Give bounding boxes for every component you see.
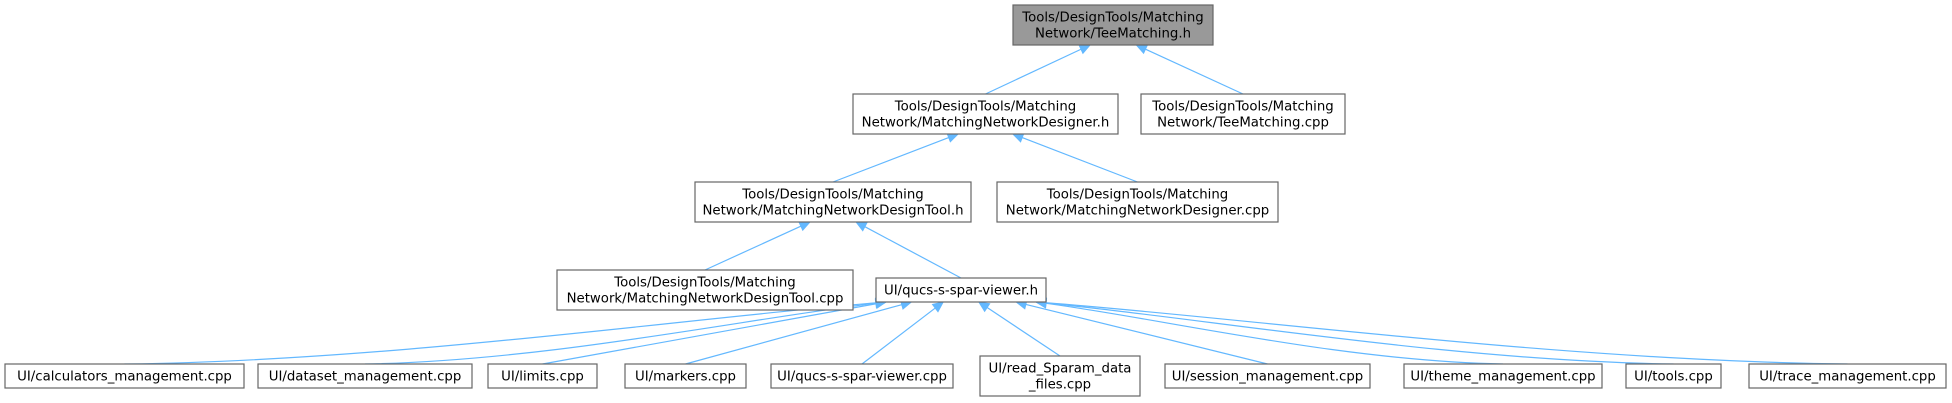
edge-n6-to-n11	[861, 301, 945, 365]
node-label: Tools/DesignTools/Matching	[894, 100, 1077, 115]
node-label: UI/calculators_management.cpp	[17, 370, 232, 385]
edge-line	[364, 302, 877, 365]
edge-line	[861, 307, 936, 365]
edge-line	[1025, 303, 1268, 365]
edge-line	[832, 137, 949, 183]
node-ui-dataset-management-cpp[interactable]: UI/dataset_management.cpp	[257, 363, 473, 389]
node-label: UI/limits.cpp	[501, 370, 584, 385]
edge-n6-to-n14	[1034, 298, 1504, 365]
node-label: UI/trace_management.cpp	[1759, 370, 1936, 385]
edge-arrowhead	[1011, 132, 1025, 143]
edge-line	[1145, 48, 1244, 95]
edge-n6-to-n16	[1034, 297, 1848, 365]
node-box	[556, 269, 854, 311]
node-ui-qucs-s-spar-viewer-cpp[interactable]: UI/qucs-s-spar-viewer.cpp	[770, 363, 954, 389]
edge-arrowhead	[1078, 44, 1092, 55]
graph-edges	[124, 44, 1848, 365]
node-label: Tools/DesignTools/Matching	[1021, 11, 1204, 26]
edge-line	[124, 302, 877, 365]
node-ui-theme-management-cpp[interactable]: UI/theme_management.cpp	[1403, 363, 1603, 389]
node-box	[875, 277, 1047, 303]
node-label: UI/qucs-s-spar-viewer.cpp	[777, 370, 947, 385]
node-tools-designtools-matchingnetwork-matchingnetworkdesigntool-cpp[interactable]: Tools/DesignTools/MatchingNetwork/Matchi…	[556, 269, 854, 311]
edge-line	[1045, 302, 1848, 365]
node-box	[257, 363, 473, 389]
node-label: UI/theme_management.cpp	[1410, 370, 1595, 385]
node-box	[1748, 363, 1947, 389]
edge-arrowhead	[1135, 44, 1149, 55]
node-tools-designtools-matchingnetwork-matchingnetworkdesigner-cpp[interactable]: Tools/DesignTools/MatchingNetwork/Matchi…	[996, 181, 1279, 223]
node-ui-trace-management-cpp[interactable]: UI/trace_management.cpp	[1748, 363, 1947, 389]
edge-n1-to-n3	[832, 132, 960, 183]
node-box	[1164, 363, 1371, 389]
node-box	[1625, 363, 1722, 389]
edge-n0-to-n2	[1135, 44, 1244, 95]
node-ui-markers-cpp[interactable]: UI/markers.cpp	[624, 363, 747, 389]
node-ui-limits-cpp[interactable]: UI/limits.cpp	[487, 363, 598, 389]
node-tools-designtools-matchingnetwork-matchingnetworkdesigner-h[interactable]: Tools/DesignTools/MatchingNetwork/Matchi…	[852, 93, 1119, 135]
edge-n6-to-n15	[1034, 297, 1674, 365]
node-box	[694, 181, 972, 223]
node-label: Network/MatchingNetworkDesignTool.h	[702, 204, 963, 219]
node-box	[1403, 363, 1603, 389]
node-label: UI/qucs-s-spar-viewer.h	[884, 284, 1038, 299]
edge-n3-to-n6	[854, 221, 962, 279]
node-label: UI/session_management.cpp	[1172, 370, 1364, 385]
edge-arrowhead	[854, 221, 868, 232]
edge-n6-to-n12	[977, 301, 1061, 357]
node-box	[852, 93, 1119, 135]
edge-line	[1045, 302, 1504, 365]
node-label: Tools/DesignTools/Matching	[1151, 100, 1334, 115]
node-label: Tools/DesignTools/Matching	[741, 188, 924, 203]
edge-n1-to-n4	[1011, 132, 1138, 183]
edge-n0-to-n1	[985, 44, 1092, 95]
node-tools-designtools-matchingnetwork-matchingnetworkdesigntool-h[interactable]: Tools/DesignTools/MatchingNetwork/Matchi…	[694, 181, 972, 223]
edge-line	[685, 304, 902, 365]
node-tools-designtools-matchingnetwork-teematching-cpp[interactable]: Tools/DesignTools/MatchingNetwork/TeeMat…	[1140, 93, 1346, 135]
node-box	[624, 363, 747, 389]
edge-line	[1021, 137, 1138, 183]
node-label: Network/TeeMatching.h	[1035, 27, 1191, 42]
node-box	[979, 355, 1141, 397]
node-ui-read-sparam-data-files-cpp[interactable]: UI/read_Sparam_data_files.cpp	[979, 355, 1141, 397]
node-box	[4, 363, 245, 389]
node-label: UI/markers.cpp	[635, 370, 736, 385]
node-label: _files.cpp	[1028, 378, 1091, 393]
edge-arrowhead	[946, 132, 960, 143]
node-ui-qucs-s-spar-viewer-h[interactable]: UI/qucs-s-spar-viewer.h	[875, 277, 1047, 303]
edge-arrowhead	[977, 301, 991, 313]
node-box	[487, 363, 598, 389]
node-label: Network/MatchingNetworkDesigner.cpp	[1006, 204, 1269, 219]
node-label: Network/TeeMatching.cpp	[1157, 116, 1329, 131]
edge-line	[985, 48, 1082, 95]
edge-n3-to-n5	[704, 221, 812, 271]
node-ui-session-management-cpp[interactable]: UI/session_management.cpp	[1164, 363, 1371, 389]
node-label: Tools/DesignTools/Matching	[1046, 188, 1229, 203]
node-label: Network/MatchingNetworkDesignTool.cpp	[567, 292, 844, 307]
edge-arrowhead	[798, 221, 812, 232]
edge-n6-to-n13	[1014, 299, 1268, 365]
edge-line	[1045, 302, 1674, 365]
edge-line	[704, 225, 802, 271]
node-tools-designtools-matchingnetwork-teematching-h[interactable]: Tools/DesignTools/MatchingNetwork/TeeMat…	[1012, 4, 1214, 46]
node-label: Tools/DesignTools/Matching	[613, 276, 796, 291]
edge-arrowhead	[931, 301, 945, 313]
node-ui-tools-cpp[interactable]: UI/tools.cpp	[1625, 363, 1722, 389]
node-box	[1140, 93, 1346, 135]
node-label: UI/read_Sparam_data	[989, 362, 1132, 377]
node-box	[996, 181, 1279, 223]
node-label: Network/MatchingNetworkDesigner.h	[862, 116, 1110, 131]
edge-line	[542, 303, 877, 365]
graph-nodes: Tools/DesignTools/MatchingNetwork/TeeMat…	[4, 4, 1947, 397]
edge-line	[864, 226, 962, 279]
node-ui-calculators-management-cpp[interactable]: UI/calculators_management.cpp	[4, 363, 245, 389]
edge-line	[986, 307, 1061, 357]
node-label: UI/dataset_management.cpp	[269, 370, 462, 385]
node-box	[770, 363, 954, 389]
node-label: UI/tools.cpp	[1634, 370, 1713, 385]
node-box	[1012, 4, 1214, 46]
